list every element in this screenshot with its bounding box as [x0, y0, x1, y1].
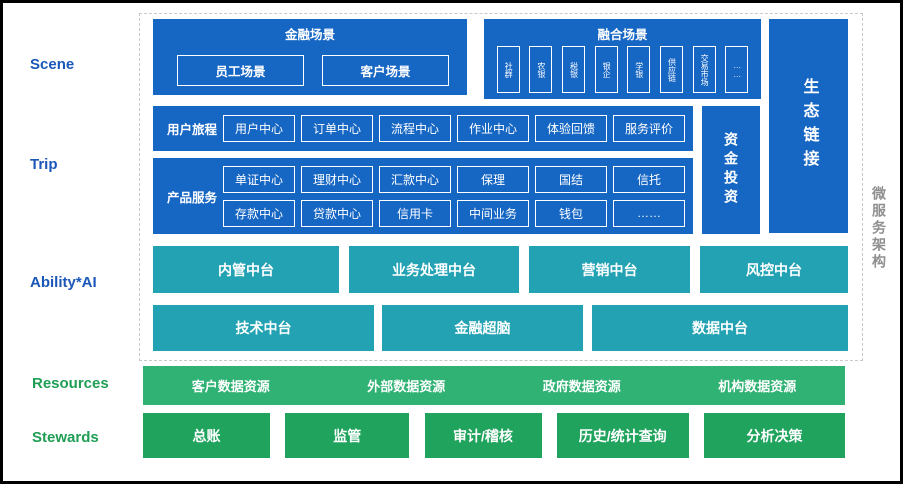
- user-journey-items: 用户中心 订单中心 流程中心 作业中心 体验回馈 服务评价: [223, 115, 685, 142]
- fusion-item-community: 社群: [496, 46, 520, 93]
- product-item-certificate: 单证中心: [223, 165, 295, 193]
- product-service-group: 产品服务 单证中心 理财中心 汇款中心 保理 国结 信托 存款中心 贷款中心 信…: [153, 158, 693, 234]
- journey-item-user-center: 用户中心: [223, 115, 295, 142]
- product-service-grid: 单证中心 理财中心 汇款中心 保理 国结 信托 存款中心 贷款中心 信用卡 中间…: [223, 165, 685, 227]
- employee-scene-box: 员工场景: [177, 55, 304, 86]
- eco-link-box: 生态链接: [769, 19, 848, 233]
- stewards-row: 总账 监管 审计/稽核 历史/统计查询 分析决策: [143, 413, 845, 458]
- journey-item-work-center: 作业中心: [457, 115, 529, 142]
- journey-item-order-center: 订单中心: [301, 115, 373, 142]
- product-item-trust: 信托: [613, 165, 685, 193]
- product-item-more: ……: [613, 199, 685, 227]
- layer-label-resources: Resources: [32, 375, 109, 392]
- fusion-scene-group: 融合场景 社群 农银 税银 银企 学银 供应链 交易市场 ……: [484, 19, 761, 99]
- platform-technology: 技术中台: [153, 305, 374, 351]
- layer-label-scene: Scene: [30, 56, 75, 73]
- fusion-item-trade-market: 交易市场: [692, 46, 716, 93]
- steward-regulation: 监管: [285, 413, 410, 458]
- fusion-item-agri-bank: 农银: [529, 46, 553, 93]
- layer-label-stewards: Stewards: [32, 429, 99, 446]
- steward-analysis: 分析决策: [704, 413, 845, 458]
- product-item-intl-settle: 国结: [535, 165, 607, 193]
- fusion-item-tax-bank: 税银: [561, 46, 585, 93]
- fusion-item-bank-corp: 银企: [594, 46, 618, 93]
- resource-government-data: 政府数据资源: [542, 379, 621, 394]
- resource-customer-data: 客户数据资源: [191, 379, 270, 394]
- microservice-arch-label: 微服务架构: [871, 186, 887, 271]
- product-item-remittance: 汇款中心: [379, 165, 451, 193]
- platform-biz-processing: 业务处理中台: [349, 246, 519, 293]
- platform-data: 数据中台: [592, 305, 848, 351]
- finance-scene-group: 金融场景 员工场景 客户场景: [153, 19, 467, 95]
- layer-label-ability: Ability*AI: [30, 274, 97, 291]
- customer-scene-box: 客户场景: [322, 55, 449, 86]
- resource-external-data: 外部数据资源: [367, 379, 446, 394]
- resource-institution-data: 机构数据资源: [718, 379, 797, 394]
- platform-risk-control: 风控中台: [700, 246, 848, 293]
- fusion-item-more: ……: [725, 46, 749, 93]
- product-row-2: 存款中心 贷款中心 信用卡 中间业务 钱包 ……: [223, 199, 685, 227]
- product-service-label: 产品服务: [166, 190, 217, 205]
- platform-internal-mgmt: 内管中台: [153, 246, 339, 293]
- user-journey-group: 用户旅程 用户中心 订单中心 流程中心 作业中心 体验回馈 服务评价: [153, 106, 693, 151]
- steward-general-ledger: 总账: [143, 413, 270, 458]
- product-row-1: 单证中心 理财中心 汇款中心 保理 国结 信托: [223, 165, 685, 193]
- journey-item-process-center: 流程中心: [379, 115, 451, 142]
- product-item-intermediary: 中间业务: [457, 199, 529, 227]
- product-item-loan: 贷款中心: [301, 199, 373, 227]
- product-item-wallet: 钱包: [535, 199, 607, 227]
- platform-finance-brain: 金融超脑: [382, 305, 583, 351]
- product-item-factoring: 保理: [457, 165, 529, 193]
- fusion-item-edu-bank: 学银: [627, 46, 651, 93]
- fusion-scene-title: 融合场景: [597, 28, 648, 42]
- journey-item-feedback: 体验回馈: [535, 115, 607, 142]
- user-journey-label: 用户旅程: [166, 123, 217, 137]
- fusion-item-supply-chain: 供应链: [659, 46, 683, 93]
- steward-history-query: 历史/统计查询: [556, 413, 689, 458]
- fund-invest-box: 资金投资: [702, 106, 760, 234]
- steward-audit: 审计/稽核: [424, 413, 542, 458]
- resources-bar: 客户数据资源 外部数据资源 政府数据资源 机构数据资源: [143, 366, 845, 405]
- platform-marketing: 营销中台: [529, 246, 690, 293]
- journey-item-service-review: 服务评价: [613, 115, 685, 142]
- product-item-credit-card: 信用卡: [379, 199, 451, 227]
- product-item-deposit: 存款中心: [223, 199, 295, 227]
- finance-scene-title: 金融场景: [284, 28, 335, 42]
- layer-label-trip: Trip: [30, 156, 58, 173]
- product-item-wealth: 理财中心: [301, 165, 373, 193]
- fusion-scene-items: 社群 农银 税银 银企 学银 供应链 交易市场 ……: [491, 46, 754, 93]
